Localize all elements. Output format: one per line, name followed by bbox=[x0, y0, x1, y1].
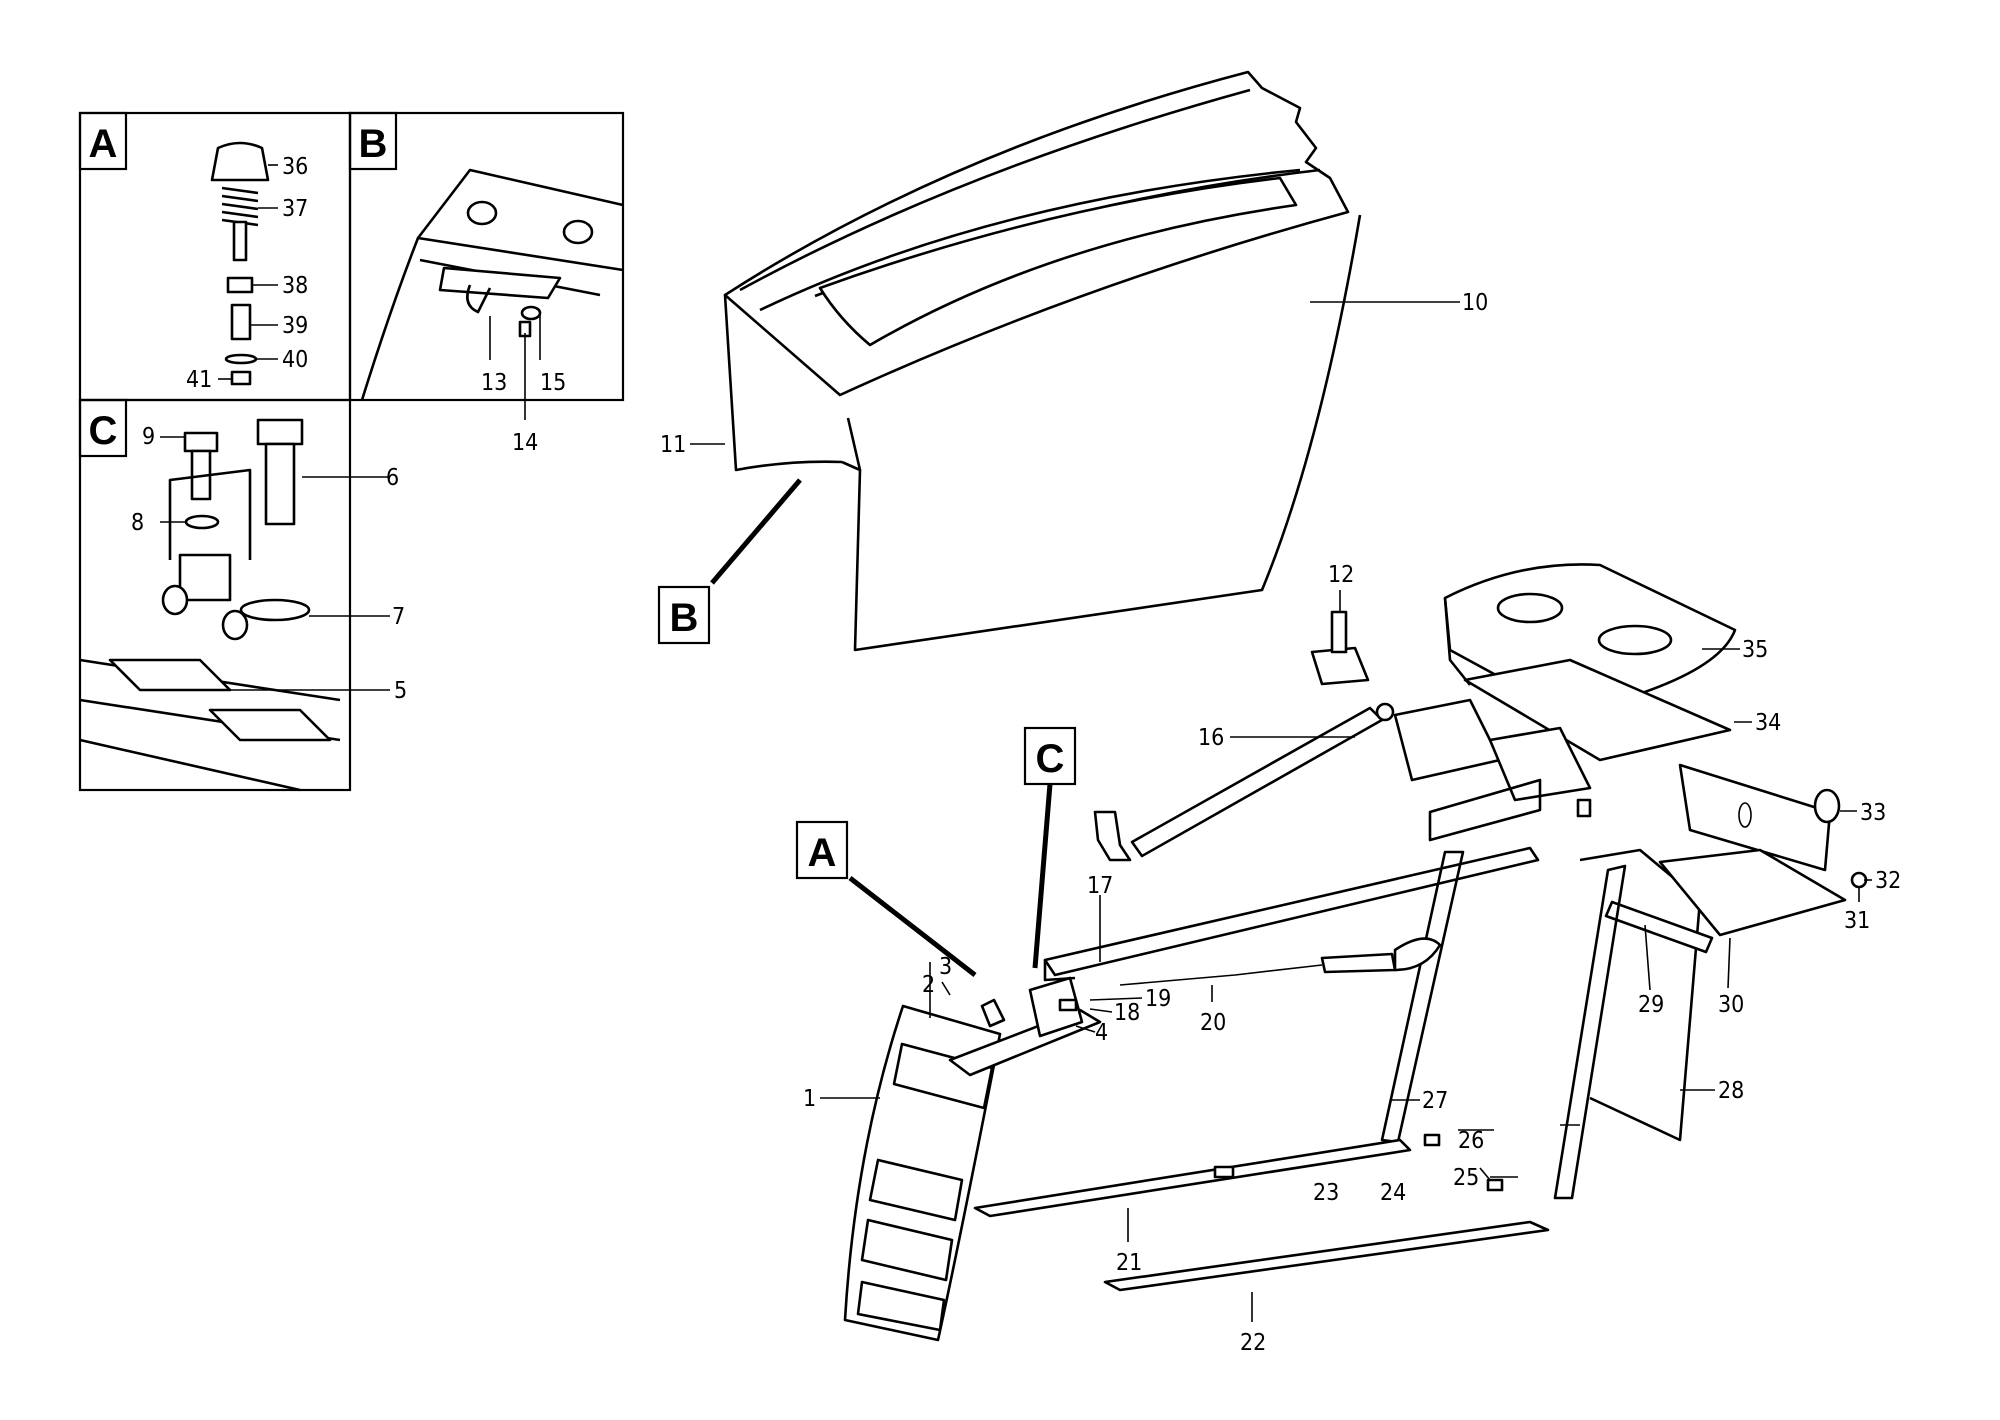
part-label-26: 26 bbox=[1458, 1128, 1484, 1154]
hood-assembly bbox=[723, 70, 1362, 652]
part-label-10: 10 bbox=[1462, 290, 1488, 316]
callout-b-letter: B bbox=[670, 596, 699, 640]
part-label-18: 18 bbox=[1114, 1000, 1140, 1026]
part-label-7: 7 bbox=[392, 604, 405, 630]
part-label-41: 41 bbox=[186, 367, 212, 393]
part-label-38: 38 bbox=[282, 273, 308, 299]
callout-b: B bbox=[657, 478, 802, 645]
part-label-12: 12 bbox=[1328, 562, 1354, 588]
callout-a: A bbox=[795, 820, 977, 977]
part-label-24: 24 bbox=[1380, 1180, 1406, 1206]
part-label-8: 8 bbox=[131, 510, 144, 536]
leader-lines bbox=[160, 164, 1872, 1322]
part-label-35: 35 bbox=[1742, 637, 1768, 663]
part-label-2: 2 bbox=[922, 972, 935, 998]
part-label-11: 11 bbox=[660, 432, 686, 458]
part-label-23: 23 bbox=[1313, 1180, 1339, 1206]
part-label-15: 15 bbox=[540, 370, 566, 396]
detail-panel-c: C bbox=[78, 398, 352, 792]
part-label-40: 40 bbox=[282, 347, 308, 373]
callout-c: C bbox=[1023, 726, 1077, 969]
part-label-1: 1 bbox=[803, 1086, 816, 1112]
callout-a-letter: A bbox=[808, 831, 837, 875]
part-label-13: 13 bbox=[481, 370, 507, 396]
detail-panel-b: B bbox=[348, 111, 625, 402]
detail-b-letter: B bbox=[359, 122, 388, 166]
frame-assembly bbox=[843, 563, 1868, 1342]
part-label-31: 31 bbox=[1844, 908, 1870, 934]
part-label-17: 17 bbox=[1087, 873, 1113, 899]
part-label-30: 30 bbox=[1718, 992, 1744, 1018]
callout-c-letter: C bbox=[1036, 737, 1065, 781]
part-number-labels: 1 2 3 4 5 6 7 8 9 10 11 12 13 14 15 16 1… bbox=[131, 154, 1901, 1356]
part-label-4: 4 bbox=[1095, 1020, 1108, 1046]
part-label-16: 16 bbox=[1198, 725, 1224, 751]
part-label-33: 33 bbox=[1860, 800, 1886, 826]
part-label-28: 28 bbox=[1718, 1078, 1744, 1104]
part-label-21: 21 bbox=[1116, 1250, 1142, 1276]
part-label-39: 39 bbox=[282, 313, 308, 339]
part-label-29: 29 bbox=[1638, 992, 1664, 1018]
part-label-22: 22 bbox=[1240, 1330, 1266, 1356]
part-label-6: 6 bbox=[386, 465, 399, 491]
detail-a-letter: A bbox=[89, 122, 118, 166]
part-label-25: 25 bbox=[1453, 1165, 1479, 1191]
part-label-32: 32 bbox=[1875, 868, 1901, 894]
part-label-20: 20 bbox=[1200, 1010, 1226, 1036]
part-label-36: 36 bbox=[282, 154, 308, 180]
part-label-9: 9 bbox=[142, 424, 155, 450]
part-label-27: 27 bbox=[1422, 1088, 1448, 1114]
part-label-37: 37 bbox=[282, 196, 308, 222]
part-label-34: 34 bbox=[1755, 710, 1781, 736]
part-label-19: 19 bbox=[1145, 986, 1171, 1012]
part-label-14: 14 bbox=[512, 430, 538, 456]
part-label-3: 3 bbox=[939, 954, 952, 980]
detail-panel-a: A bbox=[78, 111, 352, 402]
part-label-5: 5 bbox=[394, 678, 407, 704]
detail-c-letter: C bbox=[89, 409, 118, 453]
